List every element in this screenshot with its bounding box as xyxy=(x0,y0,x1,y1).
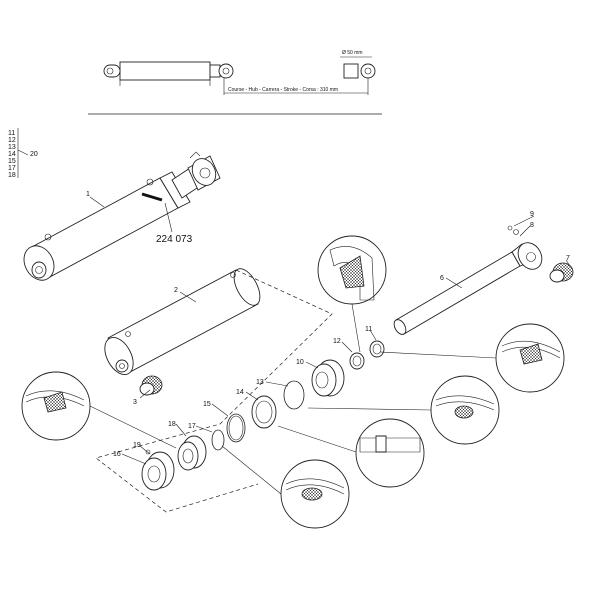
detail-bubble-f xyxy=(21,371,177,449)
callout-3: 3 xyxy=(133,399,137,406)
bushing-7 xyxy=(549,262,574,283)
guide-head-16 xyxy=(141,449,175,491)
callout-11: 11 xyxy=(365,326,372,333)
callout-12: 12 xyxy=(333,338,341,345)
dimension-sketch: Course - Hub - Carrera - Stroke - Corsa … xyxy=(88,50,382,115)
o-ring-17 xyxy=(211,429,225,451)
callout-numbers: 1 2 3 6 7 8 9 10 11 12 13 14 15 16 17 18… xyxy=(86,191,570,458)
callout-14: 14 xyxy=(236,389,244,396)
callout-7: 7 xyxy=(566,255,570,262)
callout-19: 19 xyxy=(133,442,141,449)
part-number: 224 073 xyxy=(156,234,193,245)
callout-8: 8 xyxy=(530,222,534,229)
ring-14 xyxy=(251,395,277,429)
piston-rod xyxy=(393,225,543,335)
callout-13: 13 xyxy=(256,379,264,386)
detail-bubble-c xyxy=(307,375,500,445)
callout-2: 2 xyxy=(174,287,178,294)
bearing-18 xyxy=(177,435,207,471)
bushing-3 xyxy=(139,375,163,396)
legend-item: 12 xyxy=(8,137,16,144)
detail-bubble-e xyxy=(221,445,350,529)
cylinder-tube xyxy=(104,268,261,375)
o-ring-13 xyxy=(283,380,305,410)
callout-leaders xyxy=(89,196,571,465)
detail-bubble-b xyxy=(379,323,565,393)
seal-11 xyxy=(369,340,385,358)
callout-15: 15 xyxy=(203,401,211,408)
legend-group-label: 20 xyxy=(30,151,38,158)
callout-9: 9 xyxy=(530,211,534,218)
legend: 11 12 13 14 15 17 18 20 xyxy=(8,128,38,179)
cylinder-assembly: 224 073 xyxy=(23,151,221,281)
callout-1: 1 xyxy=(86,191,90,198)
piston-10 xyxy=(311,359,345,397)
diameter-caption: Ø 50 mm xyxy=(342,50,363,56)
legend-item: 15 xyxy=(8,158,16,165)
callout-18: 18 xyxy=(168,421,176,428)
o-ring-15 xyxy=(226,413,246,443)
legend-item: 17 xyxy=(8,165,16,172)
seal-12 xyxy=(349,352,365,370)
callout-6: 6 xyxy=(440,275,444,282)
legend-item: 11 xyxy=(8,130,15,137)
detail-bubble-a xyxy=(317,235,387,353)
callout-16: 16 xyxy=(113,451,121,458)
callout-10: 10 xyxy=(296,359,304,366)
stroke-caption: Course - Hub - Carrera - Stroke - Corsa … xyxy=(228,87,338,93)
legend-item: 18 xyxy=(8,172,16,179)
legend-item: 13 xyxy=(8,144,16,151)
callout-17: 17 xyxy=(188,423,196,430)
legend-item: 14 xyxy=(8,151,16,158)
detail-bubble-d xyxy=(277,418,425,488)
